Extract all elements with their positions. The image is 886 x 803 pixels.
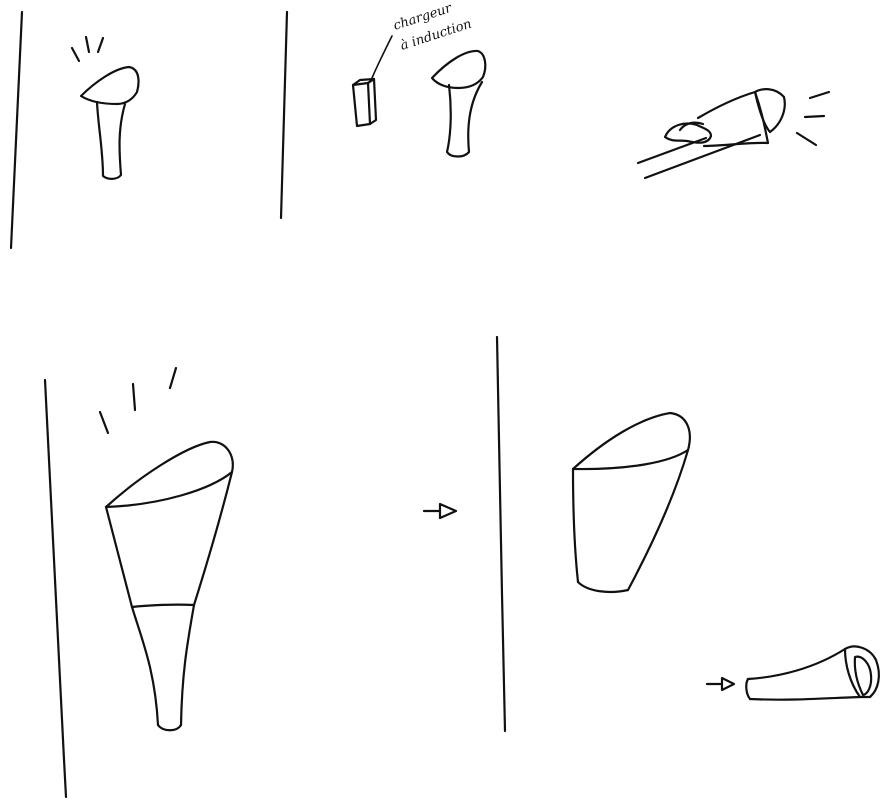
held-lamp-shade: [755, 89, 785, 132]
panel1-left-border: [11, 12, 22, 248]
light-ray: [133, 384, 135, 410]
panel-divider-top: [281, 12, 287, 218]
large-lamp-shade-top: [106, 442, 233, 507]
charger-front: [353, 83, 370, 126]
large-lamp-stem-left: [132, 607, 158, 725]
detached-lamp-head: [573, 413, 690, 592]
panel-divider-bottom: [497, 337, 505, 731]
large-lamp-stem-right: [181, 605, 194, 725]
small-lamp-body: [97, 102, 125, 179]
light-ray: [810, 92, 829, 98]
large-lamp-upper-left: [106, 507, 132, 607]
light-ray: [86, 37, 89, 52]
light-ray: [98, 38, 103, 52]
light-ray: [100, 412, 108, 433]
lamp-lying-down: [746, 646, 879, 699]
small-lamp-on-charger-scene: [432, 51, 485, 157]
light-ray: [805, 116, 824, 117]
large-lamp-upper-right: [194, 472, 232, 605]
small-lamp-shade: [432, 51, 485, 88]
panel4-left-border: [45, 380, 66, 797]
lying-lamp-shade-outer: [845, 646, 879, 697]
small-lamp-lit: [72, 37, 139, 179]
large-lamp-separation: [132, 605, 194, 607]
detached-head-right: [628, 450, 688, 590]
lying-lamp-top: [748, 649, 845, 679]
light-ray: [797, 133, 816, 145]
lying-lamp-bottom: [750, 697, 860, 700]
detached-head-left: [573, 469, 578, 582]
hand-holding-lamp: [638, 89, 829, 178]
large-lamp-lit: [100, 368, 233, 730]
lying-lamp-end: [746, 679, 750, 699]
arrow-right-icon: [707, 678, 734, 690]
light-ray: [170, 368, 176, 388]
induction-charger: [353, 79, 376, 126]
lying-lamp-shade-inner: [855, 657, 871, 695]
annotation-pointer: [372, 36, 392, 78]
small-lamp-body: [447, 82, 482, 157]
light-ray: [72, 48, 79, 61]
detached-head-top: [573, 413, 690, 469]
large-lamp-base: [158, 725, 181, 730]
small-lamp-shade: [81, 67, 139, 104]
detached-head-bottom: [578, 582, 628, 592]
arrow-right-icon: [424, 504, 456, 518]
